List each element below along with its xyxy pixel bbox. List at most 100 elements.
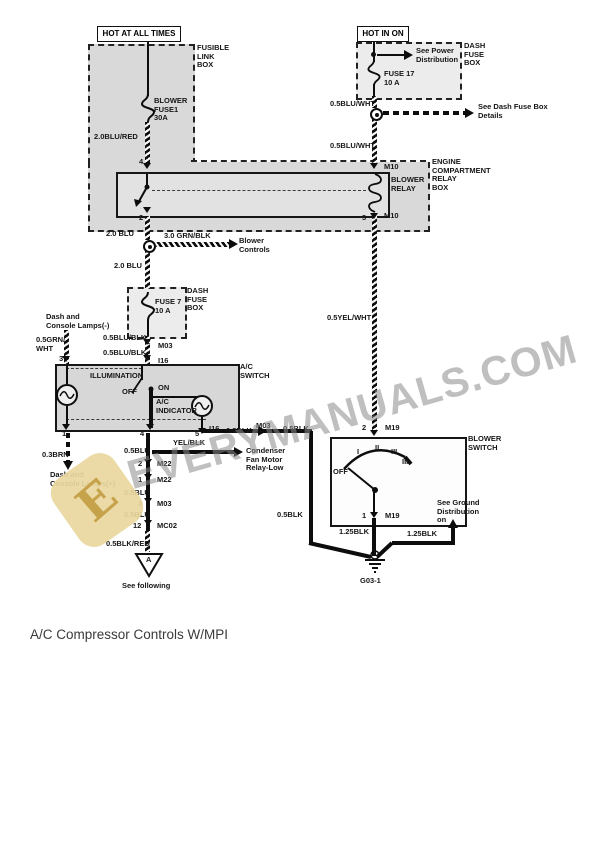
arrow-to-power-distribution	[404, 50, 413, 60]
connector-m03-1: M03	[158, 341, 173, 350]
blower-relay-label: BLOWER RELAY	[391, 175, 425, 193]
m22-pin-2: 2	[138, 459, 143, 468]
dash-console-lamps-minus: Dash and Console Lamps(-)	[46, 312, 110, 330]
wire-0-5blu-wht-1: 0.5BLU/WHT	[330, 99, 375, 108]
connector-chevron-m10	[370, 163, 378, 169]
diagram-caption: A/C Compressor Controls W/MPI	[30, 627, 229, 642]
wire-segment	[147, 40, 149, 96]
fuse-symbol-fuse7	[140, 291, 156, 321]
condenser-fan-motor-relay-low: Condenser Fan Motor Relay-Low	[246, 446, 286, 473]
engine-compartment-relay-box-label: ENGINE COMPARTMENT RELAY BOX	[432, 157, 491, 192]
ac-switch-internal-dash-bottom	[66, 419, 206, 420]
wire-segment	[141, 366, 143, 380]
wire-segment	[372, 518, 376, 556]
connector-m03-3: M03	[157, 499, 172, 508]
wire-segment	[373, 84, 375, 96]
wire-segment	[154, 242, 230, 247]
connector-chevron-i16	[198, 428, 206, 434]
wire-segment-0-5blk	[309, 431, 313, 543]
ac-switch-pin-1: 1	[62, 429, 67, 438]
connector-m22-1: M22	[157, 459, 172, 468]
fuse-symbol-blower-fuse1	[140, 93, 156, 123]
i16-pin-2: 2	[146, 353, 151, 362]
fuse-7-label: FUSE 7 10 A	[155, 297, 182, 315]
blower-speed-i: I	[357, 447, 360, 456]
relay-coil-symbol	[368, 173, 382, 213]
engine-box-top-border	[191, 160, 426, 162]
watermark-logo-letter: E	[66, 468, 128, 532]
ac-indicator-label: A/C INDICATOR	[156, 397, 197, 415]
fuse-symbol-fuse17	[367, 59, 381, 87]
wire-0-3blk: 0.3BLK	[226, 426, 252, 435]
wire-segment	[145, 250, 150, 288]
blower-switch-label: BLOWER SWITCH	[468, 434, 502, 452]
dash-fuse-box-mid-label: DASH FUSE BOX	[187, 286, 209, 313]
relay-internal-dashed-line	[152, 190, 366, 191]
fuse-17-label: FUSE 17 10 A	[384, 69, 415, 87]
connector-chevron-m03	[144, 498, 152, 504]
connector-chevron-i16	[143, 355, 151, 361]
wire-segment-yel-blk	[152, 450, 236, 454]
arrow-to-fusebox-details	[465, 108, 474, 118]
wire-segment	[145, 216, 150, 240]
hot-at-all-times-tag: HOT AT ALL TIMES	[97, 26, 181, 42]
wire-2-0blu-red: 2.0BLU/RED	[94, 132, 138, 141]
wire-2-0blu-lower: 2.0 BLU	[114, 261, 142, 270]
connector-chevron-mc02	[144, 520, 152, 526]
blower-fuse1-label: BLOWER FUSE1 30A	[154, 96, 188, 123]
ac-switch-label: A/C SWITCH	[240, 362, 270, 380]
wire-2-0blu-upper: 2.0 BLU	[106, 229, 134, 238]
wire-segment	[201, 417, 203, 428]
blower-off-label: OFF	[333, 467, 348, 476]
relay-switch-contact	[134, 174, 150, 207]
junction-node	[370, 108, 383, 121]
wire-0-5grn-wht: 0.5GRN/ WHT	[36, 335, 66, 353]
connector-chevron	[62, 356, 70, 362]
wire-segment	[373, 490, 375, 514]
ac-on-label: ON	[158, 383, 170, 392]
ground-branch-wires	[308, 519, 458, 559]
ac-off-label: OFF	[122, 387, 137, 396]
connector-chevron	[146, 424, 154, 430]
dashed-wire-0-3brn	[66, 433, 70, 461]
wire-segment	[373, 40, 375, 62]
relay-pin-4: 4	[139, 157, 144, 166]
wire-segment	[145, 336, 150, 364]
connector-chevron	[143, 163, 151, 169]
m19-pin-2: 2	[362, 423, 367, 432]
wire-segment	[372, 119, 377, 164]
wire-0-5blu-blk-2: 0.5BLU/BLK	[103, 348, 147, 357]
wire-0-5yel-wht: 0.5YEL/WHT	[327, 313, 372, 322]
fusible-link-box-label: FUSIBLE LINK BOX	[197, 43, 230, 70]
blower-controls: Blower Controls	[239, 236, 270, 254]
ac-indicator-lamp	[191, 395, 213, 417]
relay-pin-2: 2	[139, 213, 144, 222]
wire-segment	[377, 54, 405, 56]
connector-m19-bottom: M19	[385, 511, 400, 520]
connector-chevron-m03	[258, 426, 267, 436]
blower-speed-iii-end: III	[402, 457, 409, 466]
illumination-lamp	[56, 384, 78, 406]
wire-segment	[147, 320, 149, 336]
m03-pin-1: 1	[146, 337, 151, 346]
connector-chevron-m19	[370, 512, 378, 518]
blower-speed-iii: III	[391, 447, 398, 456]
ac-switch-pin-5: 5	[195, 429, 200, 438]
wire-segment-0-3blk	[202, 429, 312, 433]
wire-0-5blu-a: 0.5BLU	[124, 446, 150, 455]
wire-segment	[152, 396, 202, 398]
wire-segment-grn-wht	[64, 330, 69, 364]
wire-0-5blk-red: 0.5BLK/RED	[106, 539, 150, 548]
junction-dot	[371, 52, 376, 57]
see-power-distribution: See Power Distribution	[416, 46, 459, 64]
connector-chevron-m03	[143, 339, 151, 345]
connector-m19-top: M19	[385, 423, 400, 432]
wire-segment	[146, 433, 150, 531]
wire-segment-yel-wht	[372, 216, 377, 431]
connector-m10-bottom: M10	[384, 211, 399, 220]
wire-segment	[66, 406, 68, 426]
illumination-label: ILLUMINATION	[90, 371, 144, 380]
arrow-to-blower-controls	[229, 239, 238, 249]
blower-switch-box	[330, 437, 467, 527]
